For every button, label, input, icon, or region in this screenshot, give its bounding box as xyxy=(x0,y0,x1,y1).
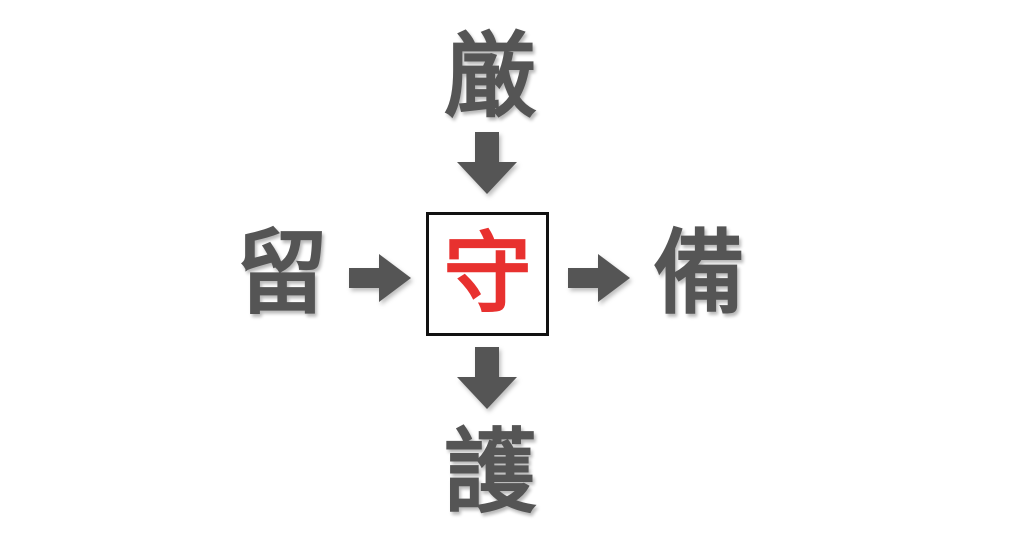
arrow-right-icon xyxy=(349,254,411,302)
answer-box[interactable]: 守 xyxy=(426,212,549,336)
arrow-right-icon xyxy=(568,254,630,302)
bottom-kanji: 護 xyxy=(443,419,536,526)
answer-kanji: 守 xyxy=(443,222,532,325)
top-kanji: 厳 xyxy=(443,23,536,130)
right-kanji: 備 xyxy=(652,220,745,327)
arrow-down-icon xyxy=(457,347,517,409)
arrow-down-icon xyxy=(457,132,517,194)
left-kanji: 留 xyxy=(235,220,328,327)
